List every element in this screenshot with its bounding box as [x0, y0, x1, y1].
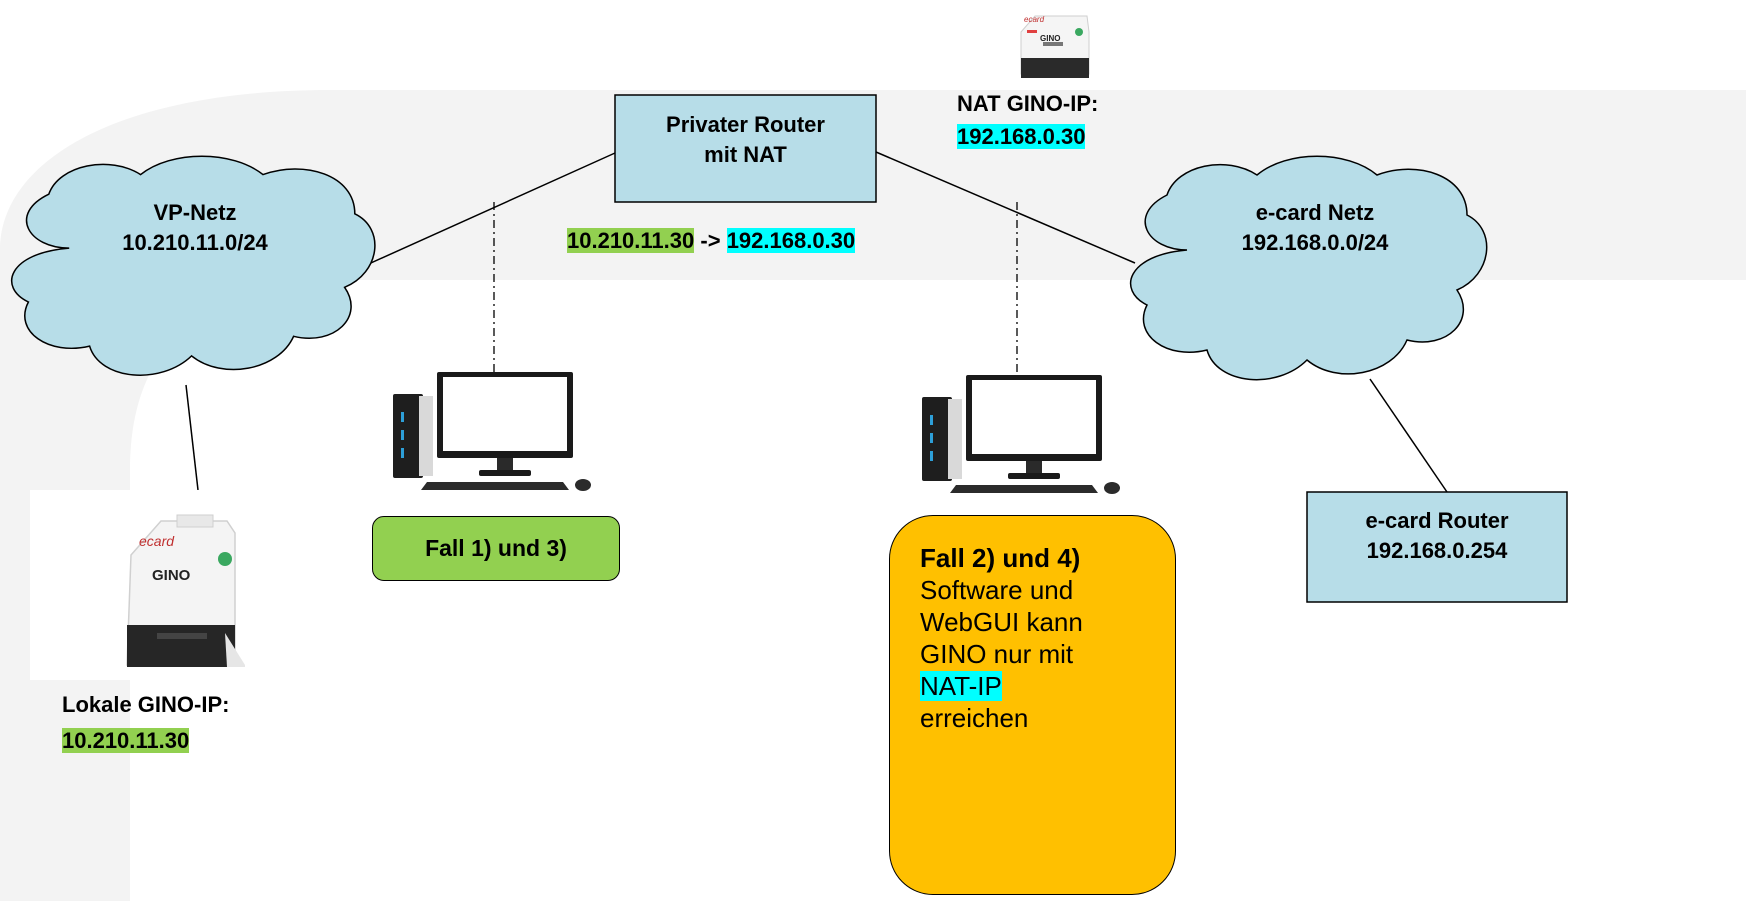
nat-mapping-from: 10.210.11.30 — [567, 228, 695, 253]
private-router-label: Privater Router mit NAT — [615, 110, 876, 170]
nat-mapping-arrow: -> — [700, 228, 721, 253]
line-vp-to-gino — [185, 384, 199, 491]
nat-mapping-to: 192.168.0.30 — [726, 228, 856, 253]
gino-small-brand: ecard — [1024, 15, 1045, 24]
ecard-netz-subnet: 192.168.0.0/24 — [1241, 230, 1389, 255]
local-gino-ip-value: 10.210.11.30 — [62, 728, 190, 753]
case-right-line1: Software und — [920, 575, 1074, 605]
vp-netz-subnet: 10.210.11.0/24 — [122, 230, 268, 255]
gino-large-brand: ecard — [139, 533, 175, 549]
gino-device-large-icon — [126, 514, 245, 667]
private-router-line2: mit NAT — [704, 142, 787, 167]
line-ecard-to-router — [1369, 378, 1448, 493]
case-right-line3: GINO nur mit — [920, 639, 1074, 669]
nat-mapping: 10.210.11.30 -> 192.168.0.30 — [567, 226, 856, 256]
nat-gino-ip: 192.168.0.30 — [957, 122, 1086, 152]
ecard-router-label: e-card Router 192.168.0.254 — [1307, 506, 1567, 566]
case-right-line4: NAT-IP — [920, 670, 1175, 702]
case-right-line5: erreichen — [920, 703, 1029, 733]
ecard-router-line1: e-card Router — [1365, 508, 1509, 533]
gino-small-name: GINO — [1040, 34, 1061, 43]
vp-netz-cloud — [11, 155, 376, 376]
ecard-router-box — [1306, 491, 1568, 603]
case-right-box: Fall 2) und 4) Software und WebGUI kann … — [889, 515, 1176, 895]
ecard-netz-title: e-card Netz — [1255, 200, 1375, 225]
nat-gino-ip-value: 192.168.0.30 — [957, 124, 1086, 149]
vp-netz-title: VP-Netz — [153, 200, 237, 225]
vp-netz-label: VP-Netz 10.210.11.0/24 — [60, 198, 330, 258]
case-right-nat-ip: NAT-IP — [920, 671, 1002, 701]
case-left-box: Fall 1) und 3) — [372, 516, 620, 581]
case-right-line2: WebGUI kann — [920, 607, 1083, 637]
nat-gino-label: NAT GINO-IP: — [957, 91, 1099, 116]
ecard-netz-cloud — [1129, 155, 1488, 381]
gino-device-small-icon — [1020, 15, 1090, 78]
computer-right-icon — [922, 375, 1120, 494]
line-vp-to-router — [361, 152, 616, 268]
case-right-title: Fall 2) und 4) — [920, 543, 1081, 573]
local-gino-ip: 10.210.11.30 — [62, 726, 190, 756]
gino-large-name: GINO — [152, 567, 191, 584]
line-router-to-ecard — [875, 151, 1136, 264]
private-router-box — [614, 94, 877, 203]
case-left-label: Fall 1) und 3) — [425, 535, 567, 561]
private-router-line1: Privater Router — [666, 112, 825, 137]
computer-left-icon — [393, 372, 591, 491]
ecard-router-line2: 192.168.0.254 — [1366, 538, 1508, 563]
ecard-netz-label: e-card Netz 192.168.0.0/24 — [1180, 198, 1450, 258]
local-gino-label: Lokale GINO-IP: — [62, 692, 230, 717]
